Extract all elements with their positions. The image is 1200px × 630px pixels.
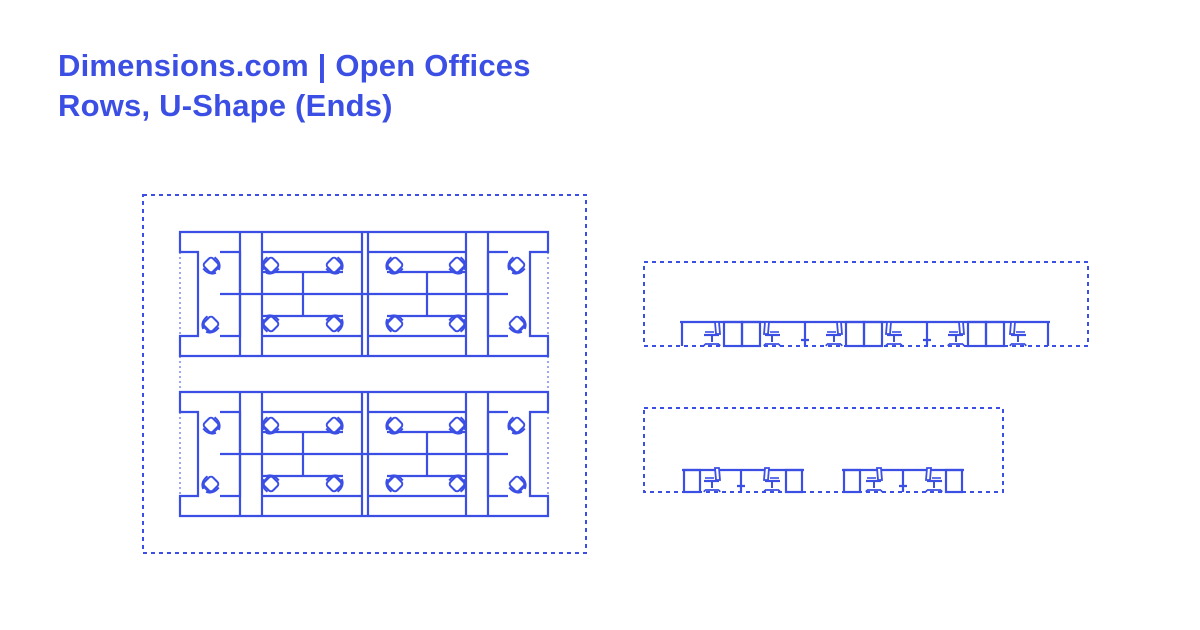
chair-side-icon	[924, 466, 944, 494]
page-subtitle: Rows, U-Shape (Ends)	[58, 88, 393, 123]
chair-side-icon	[946, 320, 966, 348]
page-title: Dimensions.com | Open Offices	[58, 48, 531, 83]
title-block: Dimensions.com | Open Offices Rows, U-Sh…	[58, 46, 531, 126]
plan-boundary	[142, 194, 587, 554]
chair-side-icon	[864, 466, 884, 494]
workstation-pod-top	[180, 232, 548, 356]
elevation-side-boundary	[643, 407, 1004, 493]
chair-side-icon	[824, 320, 844, 348]
chair-side-icon	[702, 320, 722, 348]
elevation-front	[643, 261, 1089, 348]
elevation-front-boundary	[643, 261, 1089, 347]
workstation-pod-bottom	[180, 392, 548, 516]
clearance-lines	[179, 231, 549, 517]
plan-view	[142, 194, 587, 554]
chair-side-icon	[702, 466, 722, 494]
chair-side-icon	[762, 466, 782, 494]
chair-side-icon	[884, 320, 904, 348]
chair-side-icon	[762, 320, 782, 348]
chair-side-icon	[1008, 320, 1028, 348]
elevation-side	[643, 407, 1004, 494]
